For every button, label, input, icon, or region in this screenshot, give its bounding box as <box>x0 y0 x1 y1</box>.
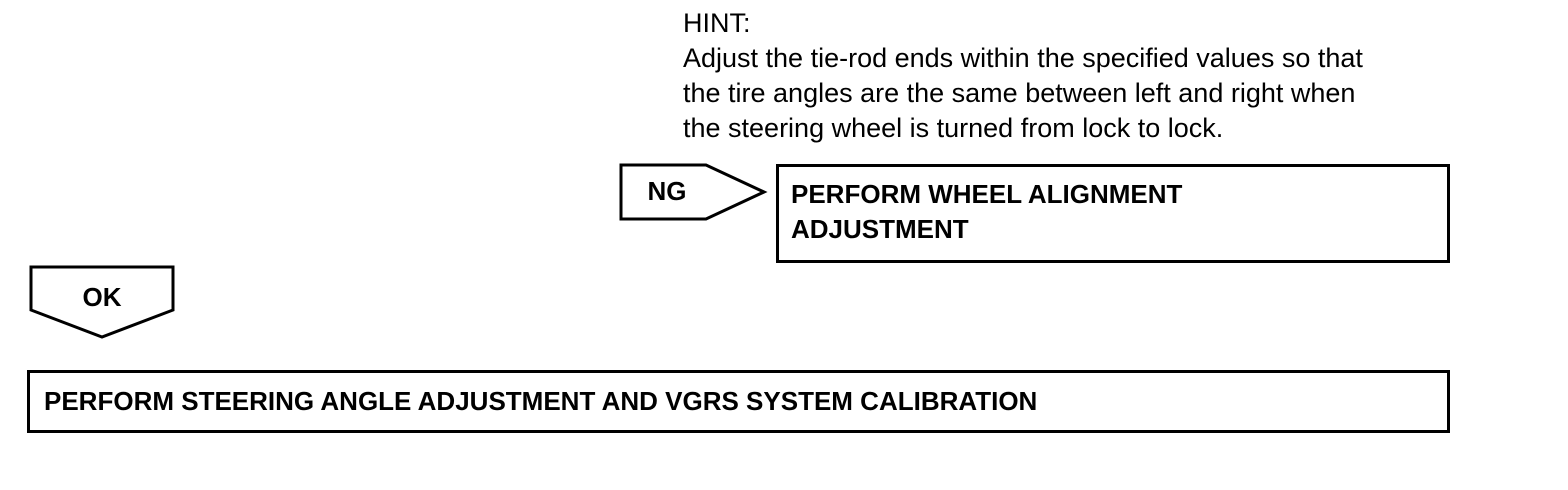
ok-result-text: PERFORM STEERING ANGLE ADJUSTMENT AND VG… <box>44 386 1038 416</box>
ng-result-box: PERFORM WHEEL ALIGNMENT ADJUSTMENT <box>776 164 1450 263</box>
ok-arrow-label: OK <box>82 282 122 312</box>
ok-arrow-shape <box>29 265 175 339</box>
ng-result-line-1: PERFORM WHEEL ALIGNMENT <box>791 179 1183 209</box>
hint-title: HINT: <box>683 8 751 38</box>
ng-arrow-shape <box>619 163 768 221</box>
ng-arrow-outline <box>619 163 768 221</box>
hint-line-1: Adjust the tie-rod ends within the speci… <box>683 43 1363 73</box>
ok-arrow-outline <box>29 265 175 339</box>
ng-result-line-2: ADJUSTMENT <box>791 214 969 244</box>
ng-arrow-label: NG <box>647 176 687 206</box>
hint-line-3: the steering wheel is turned from lock t… <box>683 113 1224 143</box>
hint-line-2: the tire angles are the same between lef… <box>683 78 1356 108</box>
ok-result-box: PERFORM STEERING ANGLE ADJUSTMENT AND VG… <box>27 370 1450 433</box>
hint-block: HINT: Adjust the tie-rod ends within the… <box>683 6 1483 146</box>
